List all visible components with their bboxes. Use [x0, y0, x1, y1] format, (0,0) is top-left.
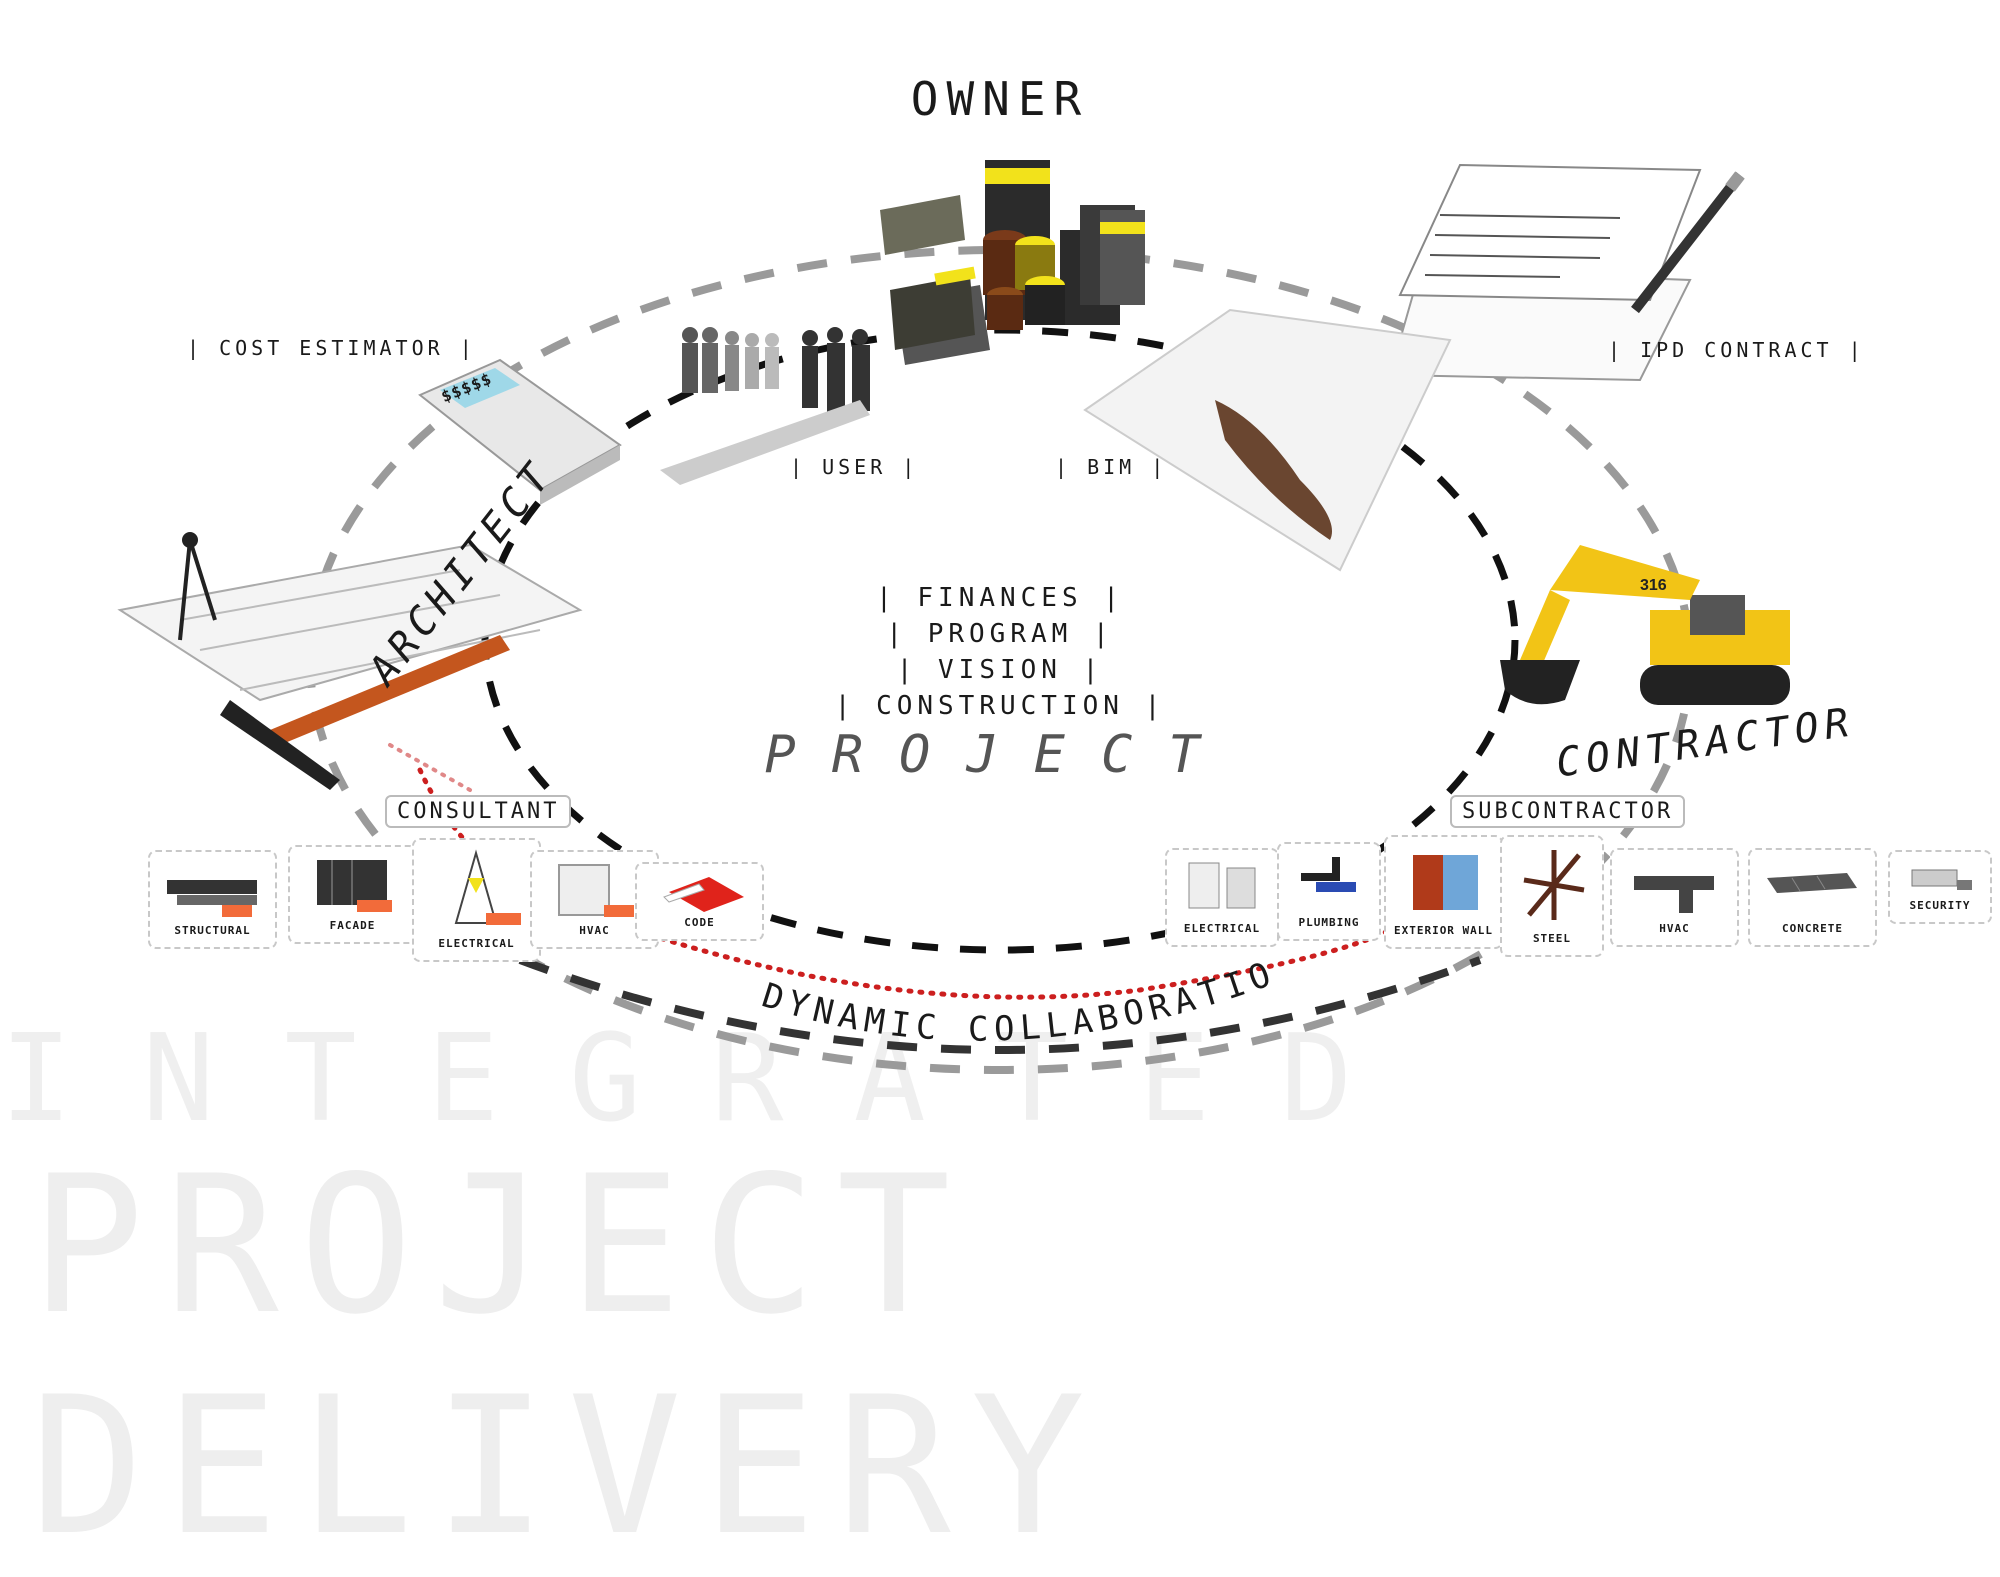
value-construction: | CONSTRUCTION |	[834, 691, 1166, 721]
value-finances: | FINANCES |	[876, 583, 1124, 613]
project-values: | FINANCES | | PROGRAM | | VISION | | CO…	[700, 580, 1300, 724]
dynamic-collaboration-label: DYNAMIC COLLABORATION	[0, 0, 1276, 1050]
subcontractor-item-label: PLUMBING	[1298, 916, 1360, 929]
subcontractor-card-concrete: CONCRETE	[1748, 848, 1877, 947]
dynamic-collaboration-text: DYNAMIC COLLABORATION	[0, 0, 1282, 1050]
calculator-illustration	[418, 358, 622, 505]
user-label: | USER |	[790, 455, 919, 479]
structural-beam-icon	[167, 880, 257, 917]
project-heading: PROJECT	[764, 725, 1236, 785]
facade-panel-icon	[317, 860, 392, 912]
architect-drawing-illustration	[117, 532, 583, 790]
consultant-tag: CONSULTANT	[385, 795, 572, 828]
brick-wall-icon	[1413, 855, 1478, 910]
subcontractor-tag: SUBCONTRACTOR	[1450, 795, 1686, 828]
steel-beam-icon	[1523, 850, 1585, 920]
red-collaboration-arc	[417, 767, 1393, 1000]
consultant-item-label: STRUCTURAL	[174, 924, 251, 937]
subcontractor-card-electrical: ELECTRICAL	[1165, 848, 1279, 947]
consultant-item-label: ELECTRICAL	[438, 937, 515, 950]
svg-text:DYNAMIC COLLABORATION: DYNAMIC COLLABORATION	[0, 0, 1282, 1050]
bim-model-illustration	[1083, 308, 1452, 572]
subcontractor-item-label: HVAC	[1659, 922, 1690, 935]
subcontractor-item-label: ELECTRICAL	[1183, 922, 1261, 935]
consultant-item-label: HVAC	[579, 924, 610, 937]
subcontractor-item-label: EXTERIOR WALL	[1393, 924, 1494, 937]
consultant-card-facade: FACADE	[288, 845, 417, 944]
hvac-unit-icon	[558, 864, 634, 917]
plumbing-pipe-icon	[1301, 857, 1356, 892]
subcontractor-item-label: STEEL	[1532, 932, 1572, 945]
value-vision: | VISION |	[896, 655, 1104, 685]
money-stacks-illustration	[880, 160, 1145, 365]
background-integrated-text: INTEGRATED	[0, 1010, 1423, 1149]
excavator-illustration: 316	[1500, 545, 1790, 705]
cost-estimator-label: | COST ESTIMATOR |	[187, 336, 476, 360]
subcontractor-card-hvac: HVAC	[1610, 848, 1739, 947]
concrete-slab-icon	[1767, 873, 1857, 893]
subcontractor-item-label: SECURITY	[1909, 899, 1971, 912]
consultant-card-structural: STRUCTURAL	[148, 850, 277, 949]
transmission-tower-icon	[454, 849, 521, 925]
subcontractor-card-steel: STEEL	[1500, 835, 1604, 957]
consultant-card-electrical: ELECTRICAL	[412, 838, 541, 962]
consultant-item-label: FACADE	[329, 919, 376, 932]
outer-ring-dark-arc	[518, 956, 1482, 1054]
subcontractor-card-plumbing: PLUMBING	[1277, 842, 1381, 941]
consultant-card-code: CODE	[635, 862, 764, 941]
security-camera-icon	[1911, 869, 1972, 890]
user-silhouettes-illustration	[660, 327, 870, 485]
diagram-graphics: 316	[117, 160, 1790, 1074]
code-book-icon	[663, 877, 744, 912]
value-program: | PROGRAM |	[886, 619, 1114, 649]
excavator-number: 316	[1640, 577, 1667, 594]
subcontractor-item-label: CONCRETE	[1782, 922, 1843, 935]
owner-title: OWNER	[910, 72, 1090, 126]
contract-document-illustration	[1388, 163, 1745, 382]
bim-label: | BIM |	[1055, 455, 1168, 479]
hvac-duct-icon	[1634, 876, 1714, 913]
ipd-contract-label: | IPD CONTRACT |	[1608, 338, 1865, 362]
electrical-outlet-icon	[1188, 862, 1256, 909]
subcontractor-card-security: SECURITY	[1888, 850, 1992, 924]
consultant-item-label: CODE	[684, 916, 715, 929]
